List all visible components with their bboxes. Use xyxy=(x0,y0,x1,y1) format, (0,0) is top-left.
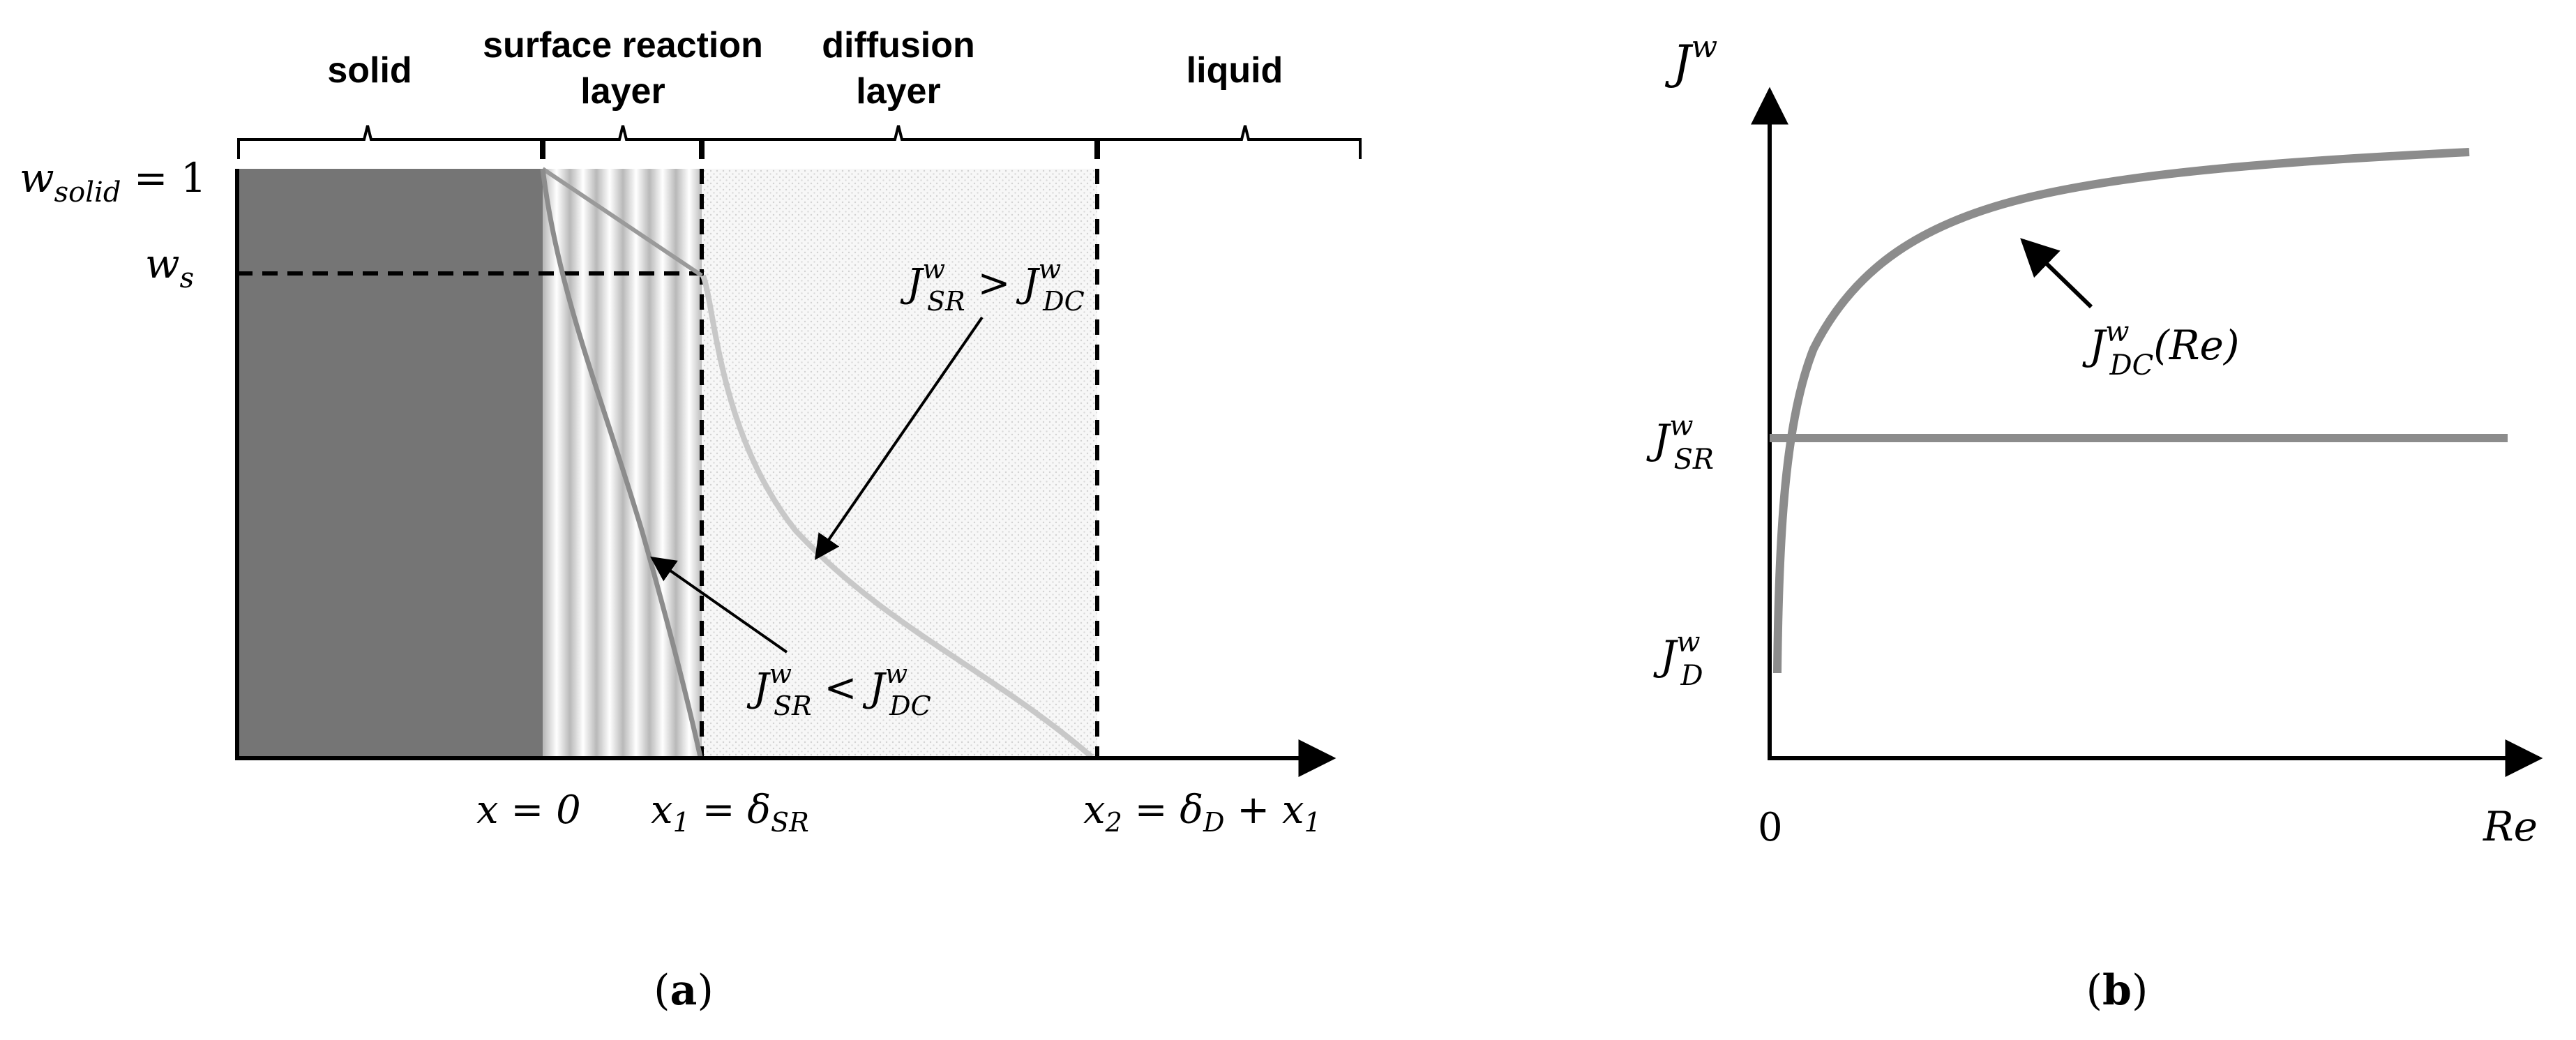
caption-b: (b) xyxy=(2086,966,2148,1015)
region-label-diffusion-layer: layer xyxy=(856,71,940,112)
arrow-jdc xyxy=(2020,238,2093,309)
label-x0: x = 0 xyxy=(476,787,581,833)
label-ws: ws xyxy=(145,240,194,294)
label-x1: x1 = δSR xyxy=(651,787,809,838)
jdc-curve xyxy=(1773,148,2470,674)
region-label-surface-reaction: surface reaction xyxy=(483,25,763,66)
panel-b-y-label: Jw xyxy=(1664,29,1717,89)
label-w-solid: wsolid = 1 xyxy=(20,154,206,209)
curve-sr-less xyxy=(540,168,703,758)
panel-b-x-label: Re xyxy=(2483,803,2538,850)
diffusion-region xyxy=(702,169,1097,758)
solid-region xyxy=(237,169,543,758)
region-label-solid: solid xyxy=(327,50,412,91)
panel-a: solid surface reaction layer diffusion l… xyxy=(20,25,1362,1015)
curve-sr-greater xyxy=(541,167,703,278)
arrow-sr-greater xyxy=(814,316,984,560)
region-label-liquid: liquid xyxy=(1187,50,1283,91)
region-braces xyxy=(237,125,1362,159)
arrow-sr-less xyxy=(650,556,788,654)
region-label-surface-layer: layer xyxy=(580,71,665,112)
curve-sr-greater-diffusion xyxy=(700,274,1094,760)
region-label-diffusion: diffusion xyxy=(822,25,975,66)
caption-a: (a) xyxy=(654,966,714,1015)
label-x2: x2 = δD + x1 xyxy=(1083,787,1321,838)
panel-b-origin: 0 xyxy=(1758,805,1783,850)
